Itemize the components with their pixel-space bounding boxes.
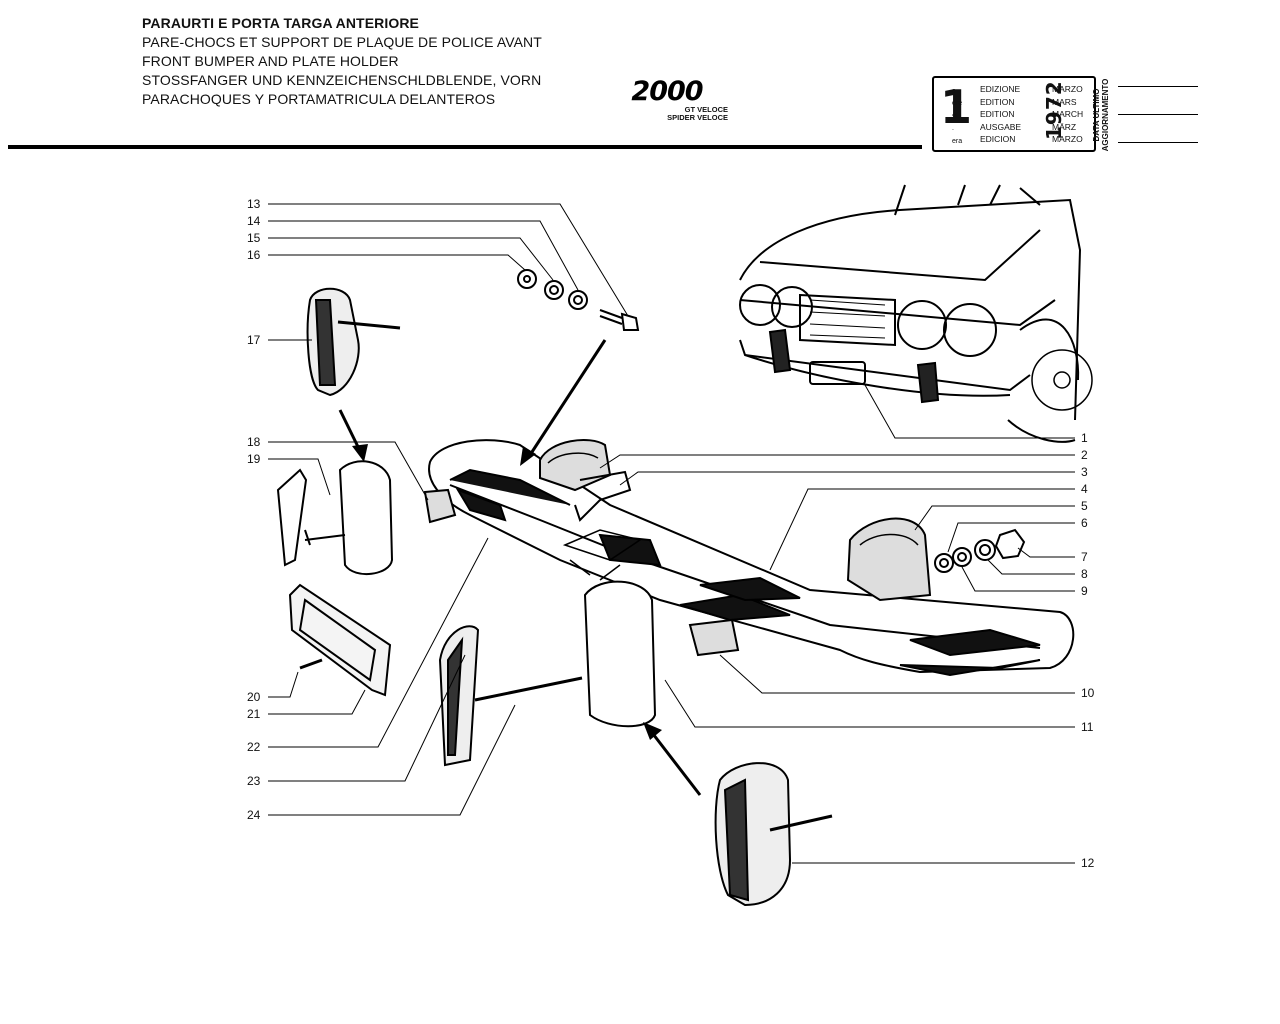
callout-11: 11 — [1081, 720, 1094, 734]
title-block: PARAURTI E PORTA TARGA ANTERIORE PARE-CH… — [142, 14, 542, 109]
fasteners-drawing — [517, 269, 1026, 573]
callout-14: 14 — [247, 214, 261, 228]
callout-22: 22 — [247, 740, 261, 754]
rubber-blocks-drawing — [423, 439, 932, 657]
callout-21: 21 — [247, 707, 261, 721]
title-italian: PARAURTI E PORTA TARGA ANTERIORE — [142, 15, 419, 31]
leader-lines — [268, 203, 1075, 864]
callout-6: 6 — [1081, 516, 1088, 530]
callout-5: 5 — [1081, 499, 1088, 513]
edition-labels: EDIZIONE EDITION EDITION AUSGABE EDICION — [980, 83, 1021, 146]
title-english: FRONT BUMPER AND PLATE HOLDER — [142, 53, 399, 69]
edition-label: EDITION — [980, 96, 1015, 107]
callout-20: 20 — [247, 690, 261, 704]
edition-suffix: a — [952, 88, 956, 95]
overriders-drawing — [306, 287, 833, 907]
callout-13: 13 — [247, 197, 261, 211]
edition-month: MARZO — [1052, 134, 1083, 145]
edition-month: MARZO — [1052, 84, 1083, 94]
logo-number: 2000 — [631, 76, 703, 107]
edition-label: EDICION — [980, 134, 1016, 145]
title-french: PARE-CHOCS ET SUPPORT DE PLAQUE DE POLIC… — [142, 34, 542, 50]
edition-months: MARZO MARS MARCH MÄRZ MARZO — [1052, 83, 1083, 146]
guards-drawing — [276, 460, 657, 767]
callout-3: 3 — [1081, 465, 1088, 479]
edition-label: AUSGABE — [980, 121, 1022, 132]
callout-8: 8 — [1081, 567, 1088, 581]
update-line — [1118, 86, 1198, 87]
callout-4: 4 — [1081, 482, 1088, 496]
edition-month: MARCH — [1052, 109, 1084, 120]
callout-9: 9 — [1081, 584, 1088, 598]
title-german: STOSSFANGER UND KENNZEICHENSCHLDBLENDE, … — [142, 72, 542, 88]
callout-2: 2 — [1081, 448, 1088, 462]
edition-suffix: . — [952, 125, 954, 133]
edition-suffix: era — [952, 137, 963, 145]
edition-box: 1 a ere st . era EDIZIONE EDITION EDITIO… — [932, 76, 1096, 152]
plate-holder-drawing — [288, 583, 392, 697]
callout-23: 23 — [247, 774, 261, 788]
logo-line-gt: GT VELOCE — [684, 105, 728, 114]
edition-label: EDIZIONE — [980, 84, 1021, 94]
callout-19: 19 — [247, 452, 261, 466]
callout-12: 12 — [1081, 856, 1095, 870]
edition-number: 1 — [940, 80, 973, 134]
callout-15: 15 — [247, 231, 261, 245]
car-front-drawing — [739, 184, 1093, 443]
callout-18: 18 — [247, 435, 261, 449]
callout-7: 7 — [1081, 550, 1088, 564]
update-line — [1118, 114, 1198, 115]
title-spanish: PARACHOQUES Y PORTAMATRICULA DELANTEROS — [142, 91, 496, 107]
edition-suffixes: a ere st . era — [952, 86, 962, 148]
edition-suffix: st — [952, 112, 958, 120]
edition-label: EDITION — [980, 109, 1015, 120]
edition-month: MÄRZ — [1052, 121, 1077, 132]
update-line — [1118, 142, 1198, 143]
callout-1: 1 — [1081, 431, 1088, 445]
callout-17: 17 — [247, 333, 261, 347]
edition-month: MARS — [1052, 96, 1077, 107]
edition-suffix: ere — [952, 100, 963, 108]
header-rule — [8, 145, 922, 149]
bumper-bar-drawing — [428, 439, 1075, 677]
callout-10: 10 — [1081, 686, 1095, 700]
logo-line-spider: SPIDER VELOCE — [667, 113, 728, 122]
model-logo: 2000 GT VELOCE SPIDER VELOCE — [604, 78, 730, 122]
callout-16: 16 — [247, 248, 261, 262]
callout-24: 24 — [247, 808, 261, 822]
